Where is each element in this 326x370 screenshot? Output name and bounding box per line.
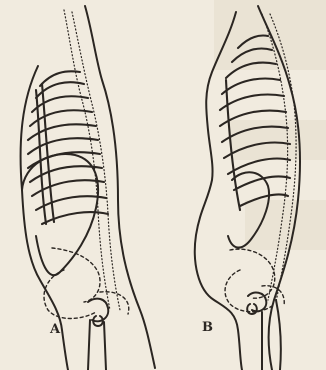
figure-a-ribcage [28,71,108,224]
figure-a-back-outline [85,6,155,368]
panel-b-label: B [202,320,213,335]
panel-a-label: A [50,322,60,337]
figure-a [21,6,155,370]
figure-b-pelvis [247,293,281,370]
figure-a-pelvis [88,299,108,370]
figure-a-organ-outline [22,154,98,275]
